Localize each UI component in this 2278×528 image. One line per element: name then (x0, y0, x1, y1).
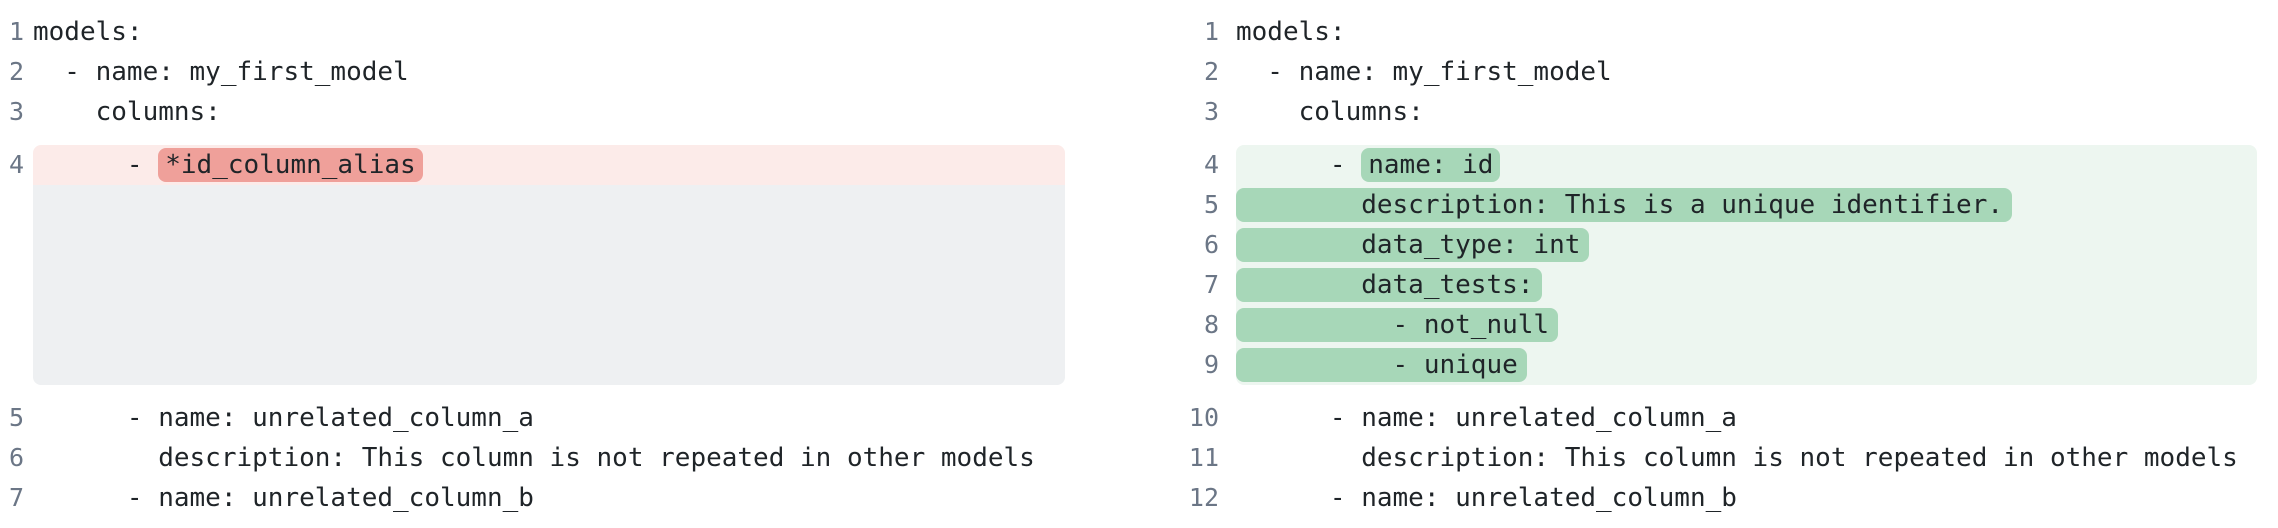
added-line: 9 - unique (1139, 345, 2278, 385)
line-number: 1 (1203, 17, 1219, 46)
line-number: 2 (8, 57, 24, 86)
code-line: 11 description: This column is not repea… (1139, 438, 2278, 478)
added-line: 7 data_tests: (1139, 265, 2278, 305)
code-text: - name: unrelated_column_b (1236, 483, 1737, 513)
added-token-highlight: data_tests: (1236, 268, 1543, 302)
added-token-highlight: - unique (1236, 348, 1527, 382)
added-line: 5 description: This is a unique identifi… (1139, 185, 2278, 225)
code-line: 3 columns: (0, 92, 1139, 132)
code-text: - name: my_first_model (1236, 57, 1612, 87)
line-number: 8 (1203, 310, 1219, 339)
line-number: 5 (8, 403, 24, 432)
code-text: models: (33, 17, 143, 47)
collapsed-spacer (0, 185, 1139, 385)
added-token-highlight: - not_null (1236, 308, 1559, 342)
code-text: - not_null (1236, 305, 2257, 345)
code-text: data_type: int (1236, 225, 2257, 265)
line-number: 11 (1188, 443, 1219, 472)
code-line: 1 models: (0, 12, 1139, 52)
added-token-highlight: description: This is a unique identifier… (1236, 188, 2013, 222)
line-number: 3 (8, 97, 24, 126)
line-number (0, 185, 33, 385)
code-line: 5 - name: unrelated_column_a (0, 398, 1139, 438)
line-number: 4 (8, 150, 24, 179)
code-line: 10 - name: unrelated_column_a (1139, 398, 2278, 438)
line-number: 6 (8, 443, 24, 472)
code-text: description: This is a unique identifier… (1236, 185, 2257, 225)
line-number: 2 (1203, 57, 1219, 86)
added-token-highlight: data_type: int (1236, 228, 1590, 262)
code-text: - name: my_first_model (33, 57, 409, 87)
line-number: 3 (1203, 97, 1219, 126)
removed-token-highlight: *id_column_alias (158, 148, 423, 182)
line-number: 9 (1203, 350, 1219, 379)
code-line: 2 - name: my_first_model (1139, 52, 2278, 92)
added-line: 4 - name: id (1139, 145, 2278, 185)
code-text: - unique (1236, 345, 2257, 385)
line-number: 4 (1203, 150, 1219, 179)
code-text: - *id_column_alias (33, 145, 1065, 185)
code-indent: - (33, 150, 159, 180)
line-number: 1 (8, 17, 24, 46)
code-text: description: This column is not repeated… (1236, 443, 2238, 473)
line-number: 12 (1188, 483, 1219, 512)
code-text: description: This column is not repeated… (33, 443, 1035, 473)
line-number: 6 (1203, 230, 1219, 259)
line-number: 10 (1188, 403, 1219, 432)
code-text: columns: (1236, 97, 1424, 127)
added-line: 6 data_type: int (1139, 225, 2278, 265)
code-line: 3 columns: (1139, 92, 2278, 132)
code-line: 1 models: (1139, 12, 2278, 52)
code-text (33, 185, 1065, 385)
code-line: 7 - name: unrelated_column_b (0, 478, 1139, 518)
added-token-highlight: name: id (1361, 148, 1501, 182)
code-line: 6 description: This column is not repeat… (0, 438, 1139, 478)
code-text: - name: unrelated_column_a (33, 403, 534, 433)
line-number: 5 (1203, 190, 1219, 219)
code-line: 2 - name: my_first_model (0, 52, 1139, 92)
removed-line: 4 - *id_column_alias (0, 145, 1139, 185)
added-line: 8 - not_null (1139, 305, 2278, 345)
code-indent: - (1236, 150, 1362, 180)
code-text: - name: id (1236, 145, 2257, 185)
line-number: 7 (8, 483, 24, 512)
code-text: models: (1236, 17, 1346, 47)
code-line: 12 - name: unrelated_column_b (1139, 478, 2278, 518)
code-text: columns: (33, 97, 221, 127)
code-text: - name: unrelated_column_b (33, 483, 534, 513)
code-text: data_tests: (1236, 265, 2257, 305)
code-text: - name: unrelated_column_a (1236, 403, 1737, 433)
line-number: 7 (1203, 270, 1219, 299)
